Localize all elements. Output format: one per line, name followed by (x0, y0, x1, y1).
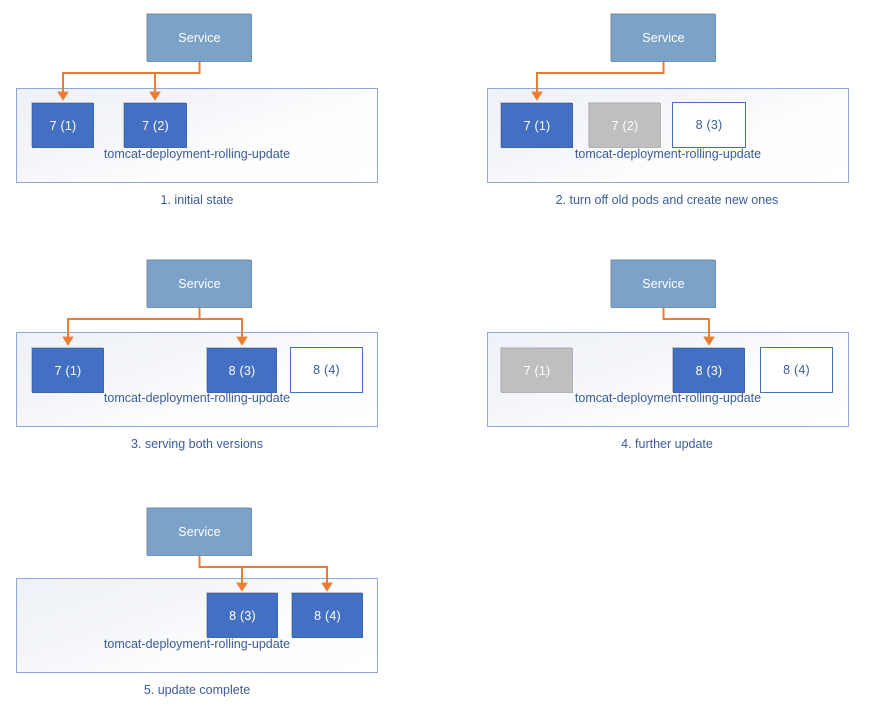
panel-caption: 1. initial state (160, 193, 234, 207)
pod-7-1: 7 (1) (501, 348, 573, 393)
pod-7-1: 7 (1) (32, 103, 94, 148)
deployment-name: tomcat-deployment-rolling-update (103, 391, 291, 405)
pod-7-1: 7 (1) (501, 103, 573, 148)
pod-8-3: 8 (3) (673, 348, 745, 393)
service-label: Service (178, 277, 221, 291)
pod-label: 7 (2) (611, 118, 639, 133)
panel-caption: 2. turn off old pods and create new ones (555, 193, 779, 207)
pod-8-4: 8 (4) (292, 593, 363, 638)
panel-caption: 3. serving both versions (130, 437, 263, 451)
pod-label: 8 (4) (313, 363, 340, 377)
deployment-name: tomcat-deployment-rolling-update (574, 391, 762, 405)
service-box: Service (611, 14, 716, 62)
pod-8-3: 8 (3) (207, 348, 277, 393)
service-label: Service (178, 31, 221, 45)
pod-7-2: 7 (2) (589, 103, 661, 148)
deployment-name: tomcat-deployment-rolling-update (103, 147, 291, 161)
deployment-name: tomcat-deployment-rolling-update (103, 637, 291, 651)
service-box: Service (147, 14, 252, 62)
pod-7-1: 7 (1) (32, 348, 104, 393)
pod-label: 7 (1) (54, 363, 82, 378)
service-label: Service (642, 277, 685, 291)
panel-caption: 5. update complete (143, 683, 251, 697)
pod-label: 8 (3) (229, 608, 256, 623)
panel-caption: 4. further update (621, 437, 713, 451)
service-box: Service (147, 508, 252, 556)
service-label: Service (178, 525, 221, 539)
service-box: Service (611, 260, 716, 308)
pod-8-4: 8 (4) (760, 347, 833, 393)
service-label: Service (642, 31, 685, 45)
pod-label: 8 (4) (783, 363, 810, 377)
pod-label: 7 (1) (523, 363, 551, 378)
pod-label: 8 (3) (695, 118, 723, 132)
pod-8-3: 8 (3) (672, 102, 746, 148)
pod-label: 7 (2) (142, 118, 169, 133)
pod-label: 7 (1) (523, 118, 551, 133)
pod-label: 8 (4) (314, 608, 341, 623)
pod-label: 8 (3) (695, 363, 723, 378)
service-box: Service (147, 260, 252, 308)
pod-label: 7 (1) (49, 118, 77, 133)
pod-8-4: 8 (4) (290, 347, 363, 393)
pod-label: 8 (3) (228, 363, 256, 378)
deployment-name: tomcat-deployment-rolling-update (574, 147, 762, 161)
pod-8-3: 8 (3) (207, 593, 278, 638)
pod-7-2: 7 (2) (124, 103, 187, 148)
